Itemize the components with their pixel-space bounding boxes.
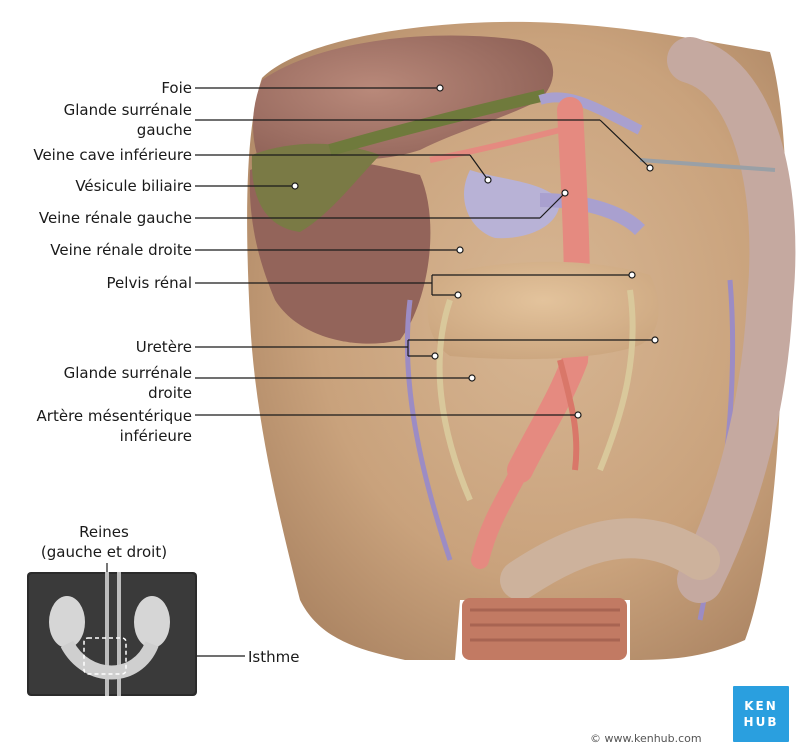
colon-lower — [500, 518, 720, 600]
ureter-right — [597, 289, 636, 472]
inset-isthmus-box — [83, 637, 127, 675]
label-mesenterique: Artère mésentérique inférieure — [37, 406, 192, 446]
rectum — [462, 598, 627, 660]
label-pelvis: Pelvis rénal — [106, 274, 192, 292]
inset-kidney-right — [134, 596, 170, 648]
inset-title: Reines (gauche et droit) — [14, 522, 194, 562]
vena-cava — [464, 170, 560, 239]
colon — [667, 37, 796, 603]
label-surrenale-droite-line2: droite — [148, 384, 192, 402]
iliac-artery — [471, 461, 529, 569]
label-vesicule: Vésicule biliaire — [75, 177, 192, 195]
inset-scan-image — [27, 572, 197, 696]
retractor — [639, 158, 776, 172]
horseshoe-kidney — [427, 261, 659, 360]
label-surrenale-gauche-line2: gauche — [136, 121, 192, 139]
label-surrenale-gauche-line1: Glande surrénale — [63, 101, 192, 119]
label-surrenale-droite: Glande surrénale droite — [64, 363, 192, 403]
arterial-branch — [429, 127, 561, 163]
label-surrenale-gauche: Glande surrénale gauche — [64, 100, 192, 140]
label-veine-cave: Veine cave inférieure — [33, 146, 192, 164]
gallbladder — [251, 143, 380, 232]
label-foie: Foie — [161, 79, 192, 97]
label-mesenterique-line1: Artère mésentérique — [36, 407, 192, 425]
inset-title-line2: (gauche et droit) — [40, 543, 168, 561]
logo-line1: KEN — [744, 699, 778, 713]
label-mesenterique-line2: inférieure — [119, 427, 192, 445]
label-isthme: Isthme — [248, 648, 300, 666]
rectum-stripes — [470, 608, 620, 642]
label-renale-gauche: Veine rénale gauche — [38, 209, 192, 227]
inset-title-line1: Reines — [79, 523, 129, 541]
gonadal-vein — [404, 299, 453, 561]
ureter-left — [436, 299, 473, 502]
label-renale-droite: Veine rénale droite — [50, 241, 192, 259]
inset-kidney-left — [49, 596, 85, 648]
inset-isthmus-tissue — [60, 640, 159, 680]
liver — [253, 35, 554, 171]
label-surrenale-droite-line1: Glande surrénale — [63, 364, 192, 382]
copyright-text: © www.kenhub.com — [590, 732, 702, 745]
gallbladder-duct — [328, 89, 547, 156]
kenhub-logo: KEN HUB — [733, 686, 789, 742]
label-uretere: Uretère — [135, 338, 192, 356]
logo-line2: HUB — [743, 715, 779, 729]
